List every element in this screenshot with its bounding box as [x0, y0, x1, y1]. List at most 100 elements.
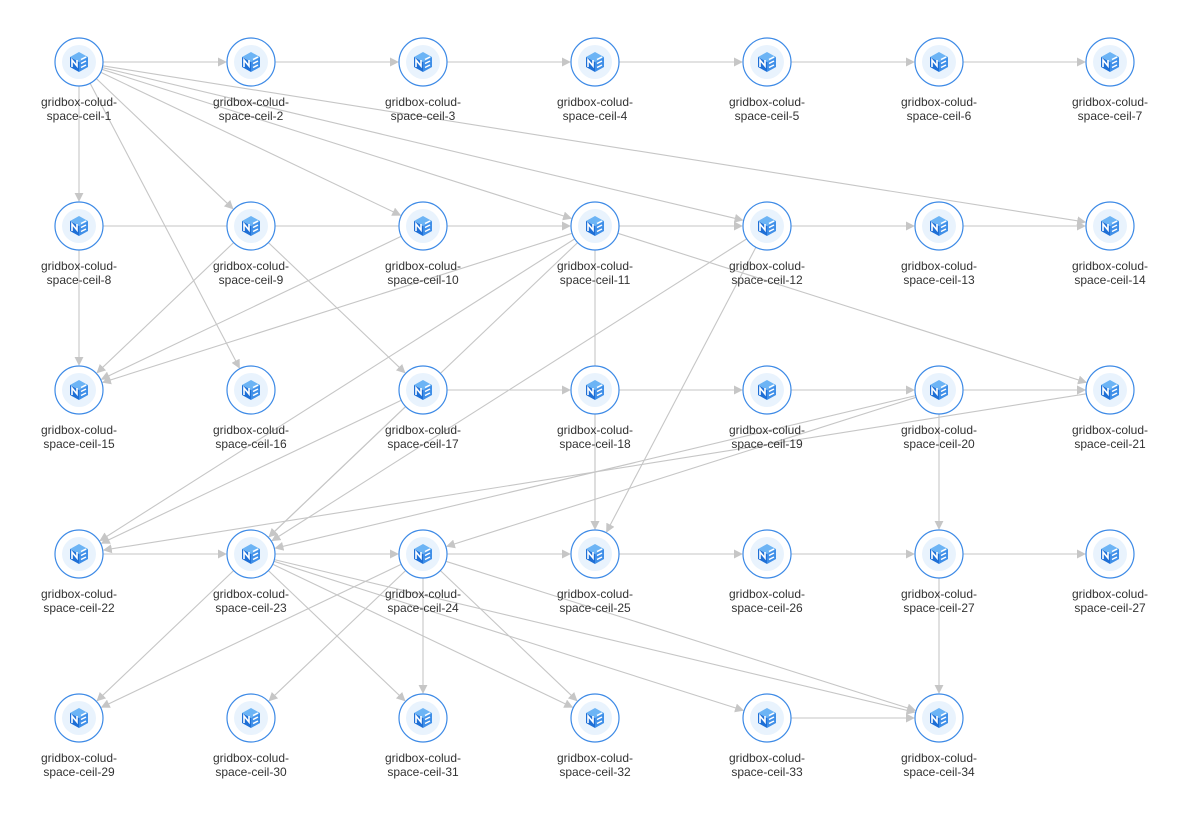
node-label-line2: space-ceil-27	[1074, 601, 1146, 615]
node-space-ceil-9[interactable]: gridbox-colud-space-ceil-9	[213, 201, 289, 287]
node-label-line2: space-ceil-10	[387, 273, 459, 287]
node-label-line2: space-ceil-5	[735, 109, 800, 123]
node-space-ceil-34[interactable]: gridbox-colud-space-ceil-34	[901, 693, 977, 779]
node-space-ceil-24[interactable]: gridbox-colud-space-ceil-24	[385, 529, 461, 615]
node-space-ceil-25[interactable]: gridbox-colud-space-ceil-25	[557, 529, 633, 615]
node-space-ceil-11[interactable]: gridbox-colud-space-ceil-11	[557, 201, 633, 287]
node-label-line2: space-ceil-30	[215, 765, 287, 779]
node-space-ceil-21[interactable]: gridbox-colud-space-ceil-21	[1072, 365, 1148, 451]
node-label-line2: space-ceil-27	[903, 601, 975, 615]
cube-logo-icon	[586, 708, 604, 728]
cube-logo-icon	[930, 52, 948, 72]
node-label-line2: space-ceil-7	[1078, 109, 1143, 123]
edge-n9-n15	[96, 242, 234, 374]
cube-logo-icon	[414, 708, 432, 728]
node-space-ceil-4[interactable]: gridbox-colud-space-ceil-4	[557, 37, 633, 123]
node-label-line1: gridbox-colud-	[729, 259, 805, 273]
node-space-ceil-33[interactable]: gridbox-colud-space-ceil-33	[729, 693, 805, 779]
node-space-ceil-20[interactable]: gridbox-colud-space-ceil-20	[901, 365, 977, 451]
node-space-ceil-29[interactable]: gridbox-colud-space-ceil-29	[41, 693, 117, 779]
node-label-line1: gridbox-colud-	[385, 751, 461, 765]
edge-n1-n11	[101, 68, 573, 221]
node-space-ceil-15[interactable]: gridbox-colud-space-ceil-15	[41, 365, 117, 451]
node-label-line1: gridbox-colud-	[41, 95, 117, 109]
node-space-ceil-23[interactable]: gridbox-colud-space-ceil-23	[213, 529, 289, 615]
edge-n24-n29	[100, 563, 402, 708]
edge-n20-n24	[445, 396, 917, 549]
cube-logo-icon	[758, 544, 776, 564]
node-label-line2: space-ceil-9	[219, 273, 284, 287]
node-space-ceil-16[interactable]: gridbox-colud-space-ceil-16	[213, 365, 289, 451]
cube-logo-icon	[758, 708, 776, 728]
node-label-line2: space-ceil-22	[43, 601, 115, 615]
node-label-line1: gridbox-colud-	[901, 587, 977, 601]
cube-logo-icon	[242, 380, 260, 400]
node-space-ceil-17[interactable]: gridbox-colud-space-ceil-17	[385, 365, 461, 451]
node-label-line1: gridbox-colud-	[213, 751, 289, 765]
node-space-ceil-10[interactable]: gridbox-colud-space-ceil-10	[385, 201, 461, 287]
node-space-ceil-7[interactable]: gridbox-colud-space-ceil-7	[1072, 37, 1148, 123]
node-space-ceil-27[interactable]: gridbox-colud-space-ceil-27	[1072, 529, 1148, 615]
node-space-ceil-8[interactable]: gridbox-colud-space-ceil-8	[41, 201, 117, 287]
cube-logo-icon	[586, 52, 604, 72]
cube-logo-icon	[414, 52, 432, 72]
node-space-ceil-12[interactable]: gridbox-colud-space-ceil-12	[729, 201, 805, 287]
node-label-line1: gridbox-colud-	[901, 259, 977, 273]
node-space-ceil-1[interactable]: gridbox-colud-space-ceil-1	[41, 37, 117, 123]
node-space-ceil-3[interactable]: gridbox-colud-space-ceil-3	[385, 37, 461, 123]
node-space-ceil-18[interactable]: gridbox-colud-space-ceil-18	[557, 365, 633, 451]
node-space-ceil-32[interactable]: gridbox-colud-space-ceil-32	[557, 693, 633, 779]
node-space-ceil-22[interactable]: gridbox-colud-space-ceil-22	[41, 529, 117, 615]
node-space-ceil-27[interactable]: gridbox-colud-space-ceil-27	[901, 529, 977, 615]
node-label-line2: space-ceil-3	[391, 109, 456, 123]
node-label-line1: gridbox-colud-	[1072, 259, 1148, 273]
node-space-ceil-19[interactable]: gridbox-colud-space-ceil-19	[729, 365, 805, 451]
cube-logo-icon	[1101, 380, 1119, 400]
edge-n21-n22	[102, 393, 1087, 554]
cube-logo-icon	[1101, 544, 1119, 564]
edge-n24-n32	[440, 570, 578, 702]
node-label-line1: gridbox-colud-	[729, 95, 805, 109]
node-space-ceil-26[interactable]: gridbox-colud-space-ceil-26	[729, 529, 805, 615]
cube-logo-icon	[70, 380, 88, 400]
node-label-line1: gridbox-colud-	[41, 259, 117, 273]
node-label-line1: gridbox-colud-	[1072, 587, 1148, 601]
cube-logo-icon	[70, 708, 88, 728]
node-space-ceil-31[interactable]: gridbox-colud-space-ceil-31	[385, 693, 461, 779]
cube-logo-icon	[242, 544, 260, 564]
node-label-line1: gridbox-colud-	[213, 423, 289, 437]
node-label-line1: gridbox-colud-	[557, 259, 633, 273]
edge-n11-n22	[99, 238, 575, 542]
node-label-line1: gridbox-colud-	[385, 587, 461, 601]
node-space-ceil-30[interactable]: gridbox-colud-space-ceil-30	[213, 693, 289, 779]
node-label-line1: gridbox-colud-	[1072, 423, 1148, 437]
cube-logo-icon	[758, 380, 776, 400]
edge-n1-n9	[96, 78, 234, 210]
node-label-line2: space-ceil-15	[43, 437, 115, 451]
node-label-line2: space-ceil-24	[387, 601, 459, 615]
cube-logo-icon	[930, 544, 948, 564]
cube-logo-icon	[1101, 52, 1119, 72]
cube-logo-icon	[414, 544, 432, 564]
node-label-line2: space-ceil-20	[903, 437, 975, 451]
node-label-line2: space-ceil-17	[387, 437, 459, 451]
node-label-line2: space-ceil-18	[559, 437, 631, 451]
node-space-ceil-5[interactable]: gridbox-colud-space-ceil-5	[729, 37, 805, 123]
edge-n1-n10	[100, 71, 402, 216]
node-label-line1: gridbox-colud-	[41, 751, 117, 765]
node-space-ceil-14[interactable]: gridbox-colud-space-ceil-14	[1072, 201, 1148, 287]
node-label-line2: space-ceil-13	[903, 273, 975, 287]
edge-n1-n14	[102, 65, 1087, 226]
node-label-line2: space-ceil-33	[731, 765, 803, 779]
node-label-line2: space-ceil-4	[563, 109, 628, 123]
cube-logo-icon	[70, 52, 88, 72]
edge-n10-n15	[100, 235, 402, 380]
node-label-line2: space-ceil-2	[219, 109, 284, 123]
cube-logo-icon	[242, 52, 260, 72]
node-label-line2: space-ceil-26	[731, 601, 803, 615]
node-label-line2: space-ceil-16	[215, 437, 287, 451]
node-space-ceil-2[interactable]: gridbox-colud-space-ceil-2	[213, 37, 289, 123]
node-space-ceil-6[interactable]: gridbox-colud-space-ceil-6	[901, 37, 977, 123]
node-space-ceil-13[interactable]: gridbox-colud-space-ceil-13	[901, 201, 977, 287]
